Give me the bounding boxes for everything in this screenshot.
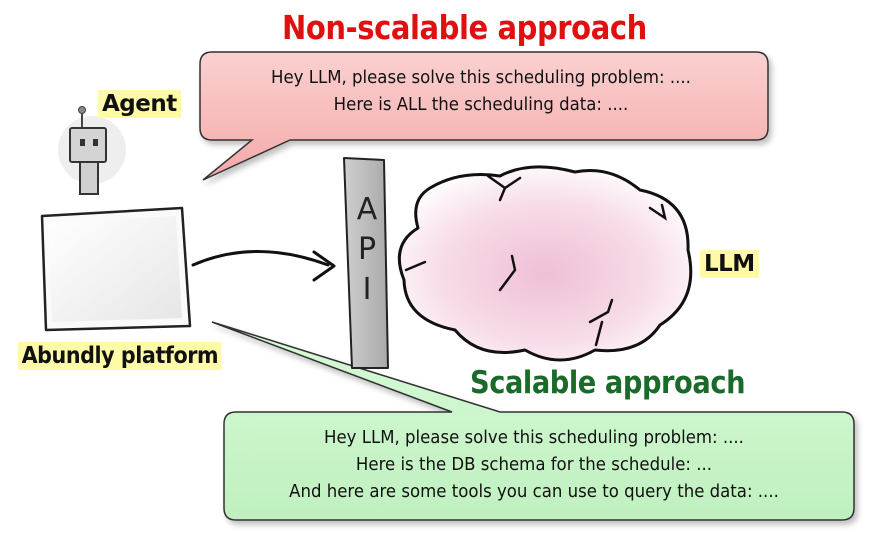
api-letter-a: A <box>356 192 378 227</box>
api-letter-p: P <box>357 232 377 267</box>
arrow-to-api <box>191 250 336 282</box>
red-bubble-line-2: Here is ALL the scheduling data: .... <box>333 94 629 115</box>
platform-label: Abundly platform <box>18 342 222 370</box>
green-bubble-line-3: And here are some tools you can use to q… <box>289 481 779 502</box>
robot-agent-icon <box>58 106 126 195</box>
green-bubble-line-2: Here is the DB schema for the schedule: … <box>355 454 713 475</box>
agent-label: Agent <box>98 90 181 118</box>
llm-label: LLM <box>700 250 759 278</box>
red-speech-bubble <box>199 51 769 181</box>
api-letter-i: I <box>362 272 372 307</box>
red-bubble-line-1: Hey LLM, please solve this scheduling pr… <box>271 67 691 88</box>
green-speech-bubble <box>211 321 855 521</box>
red-bubble-text: Hey LLM, please solve this scheduling pr… <box>196 64 766 118</box>
green-bubble-text: Hey LLM, please solve this scheduling pr… <box>224 424 844 505</box>
green-bubble-line-1: Hey LLM, please solve this scheduling pr… <box>324 427 744 448</box>
api-bar <box>343 157 389 369</box>
api-letters: A P I <box>346 190 388 310</box>
non-scalable-title: Non-scalable approach <box>282 8 647 47</box>
llm-cloud <box>397 165 693 362</box>
scalable-title: Scalable approach <box>470 365 746 401</box>
platform-box <box>40 206 192 332</box>
